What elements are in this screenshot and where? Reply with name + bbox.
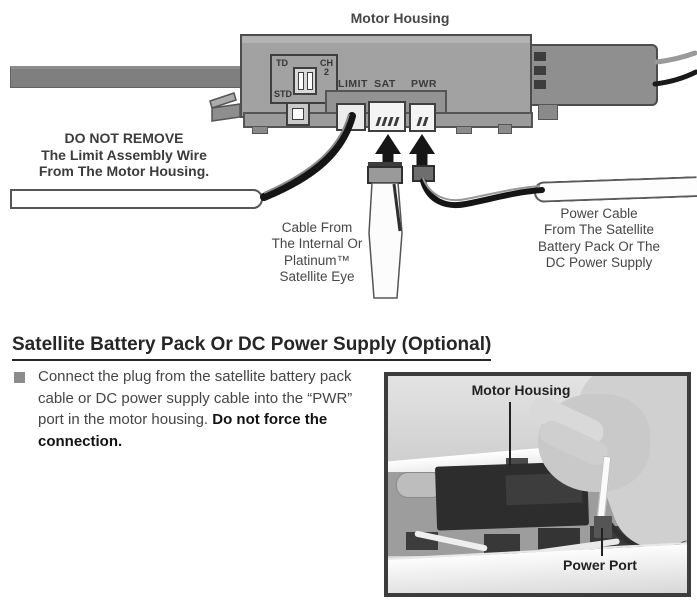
motor-connector-pin [534, 66, 546, 75]
roller-tube-graphic [10, 66, 246, 88]
photo-power-connector [594, 516, 612, 538]
pwr-cable-graphic [420, 178, 545, 208]
warning-line: From The Motor Housing. [38, 163, 210, 180]
motor-body-graphic [530, 44, 658, 106]
instruction-text: Connect the plug from the satellite batt… [38, 366, 372, 452]
bracket-graphic [211, 103, 241, 122]
pwr-port-graphic [409, 103, 436, 132]
rail-clip [252, 126, 268, 134]
switch-label-std: STD [274, 89, 292, 99]
sat-pin [393, 117, 399, 126]
caption-line: Power Cable [560, 206, 638, 221]
motor-wire-gray [654, 50, 697, 65]
aux-port-inner [292, 108, 304, 120]
section-heading: Satellite Battery Pack Or DC Power Suppl… [12, 334, 492, 361]
warning-label: DO NOT REMOVE The Limit Assembly Wire Fr… [18, 130, 230, 180]
caption-line: From The Satellite [543, 222, 655, 238]
caption-line: Battery Pack Or The [537, 238, 661, 254]
installation-photo: Motor Housing Power Port [384, 372, 691, 597]
switch-label-td: TD [276, 58, 288, 68]
pwr-pin [416, 117, 423, 126]
sat-connector-top [368, 162, 402, 169]
diagram-title: Motor Housing [350, 10, 450, 26]
limit-port-graphic [336, 103, 366, 131]
port-label-sat: SAT [374, 78, 396, 90]
power-cable-graphic [533, 176, 697, 203]
pwr-pin [422, 117, 429, 126]
up-arrow-icon [375, 134, 401, 167]
sat-pin [375, 117, 381, 126]
motor-bracket-graphic [538, 104, 558, 120]
sat-connector-graphic [367, 166, 403, 184]
caption-line: DC Power Supply [545, 255, 653, 271]
instruction-normal: Connect the plug from the satellite batt… [38, 368, 353, 428]
motor-connector-pin [534, 80, 546, 89]
motor-connector-pin [534, 52, 546, 61]
rail-clip [456, 126, 472, 134]
caption-line: The Internal Or [271, 236, 363, 252]
up-arrow-icon [409, 134, 435, 167]
switch-label-ch-text: CH [320, 58, 333, 68]
rail-clip [498, 124, 512, 134]
bullet-icon [14, 372, 25, 383]
housing-top-edge [242, 36, 530, 43]
photo-circuit-part [484, 534, 520, 554]
switch-slot [297, 72, 304, 90]
switch-label-ch: CH 2 [320, 59, 333, 77]
dip-switch-icon [293, 67, 317, 95]
port-label-pwr: PWR [411, 78, 437, 90]
switch-label-channel: 2 [323, 67, 329, 77]
limit-assembly-tube-graphic [10, 189, 263, 209]
warning-line: DO NOT REMOVE [64, 130, 184, 146]
motor-housing-leader-line [509, 402, 511, 466]
sat-port-graphic [368, 101, 406, 132]
port-label-limit: LIMIT [338, 78, 368, 90]
sat-pin [387, 117, 393, 126]
aux-port-graphic [286, 102, 310, 126]
caption-line: Platinum™ [283, 252, 351, 268]
power-port-leader-line [601, 528, 603, 556]
photo-motor-housing-label: Motor Housing [471, 382, 571, 398]
warning-line: The Limit Assembly Wire [41, 146, 207, 163]
instruction-bold: Do not force the connection. [38, 411, 328, 450]
caption-line: Satellite Eye [279, 269, 355, 285]
pwr-connector-graphic [412, 165, 435, 182]
pwr-cable-highlight [422, 177, 541, 201]
caption-line: Cable From [281, 220, 353, 235]
motor-housing-diagram: TD STD CH 2 LIMIT SAT PWR [10, 10, 697, 299]
switch-slot [306, 72, 313, 90]
photo-power-port-label: Power Port [563, 557, 637, 573]
power-cable-label: Power Cable From The Satellite Battery P… [528, 206, 670, 272]
bracket-graphic [209, 92, 237, 109]
motor-wire-black [652, 69, 697, 87]
sat-cable-label: Cable From The Internal Or Platinum™ Sat… [252, 220, 382, 286]
sat-cable-wire [392, 183, 402, 232]
sat-pin [381, 117, 387, 126]
